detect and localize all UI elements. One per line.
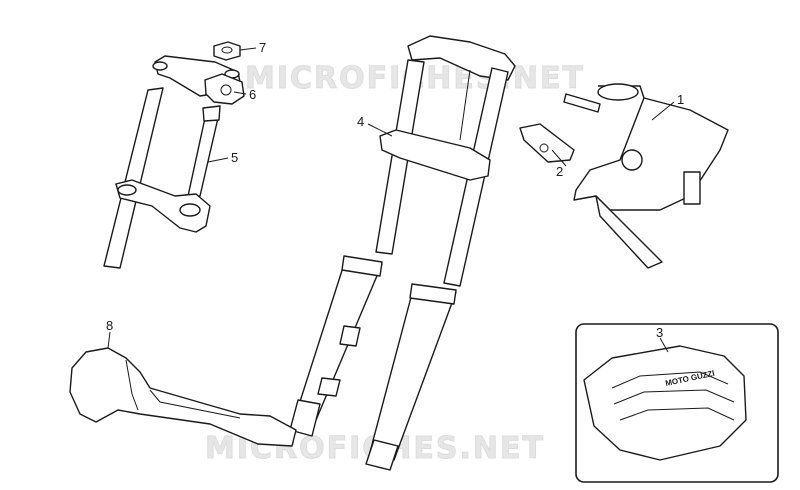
caliper-mount-left [339,325,361,347]
clamp-hole [221,46,233,54]
frame-boss [621,149,643,171]
fork-lower-crown [379,129,491,181]
leader-1 [651,101,675,121]
stem-nut [202,105,221,122]
leader-3 [659,337,669,353]
slider-right-collar [409,283,457,305]
callout-8: 8 [106,318,113,333]
callout-4: 4 [357,114,364,129]
plate-hole [539,143,549,153]
leader-5 [207,157,229,163]
lower-yoke-clamp [117,184,137,196]
leader-6 [233,91,247,95]
steering-head-tube [597,83,639,101]
yoke-bolt-left [152,61,168,71]
slider-left-collar [341,255,383,277]
leader-8 [107,331,111,349]
fork-tube-left [103,87,164,269]
callout-7: 7 [259,40,266,55]
slider-left [295,257,383,421]
cover-body [69,347,297,447]
inset-box: MOTO GUZZI [575,323,779,483]
cover-line-1 [611,371,729,389]
cover-line-2 [613,389,735,405]
front-fork [289,35,516,471]
lower-yoke [115,179,211,233]
steering-stem [187,117,219,197]
frame-downtube [595,195,663,269]
callout-3: 3 [656,325,663,340]
leader-4 [367,123,393,137]
fork-top-crown [407,35,516,81]
callout-1: 1 [677,92,684,107]
cover-panel [69,347,297,447]
inner-tube [459,69,471,141]
callout-5: 5 [231,150,238,165]
caliper-mount-left-lower [317,377,341,397]
axle-lug-left [289,399,321,437]
frame-section [519,83,729,269]
lower-yoke-stem [179,203,201,217]
cover-crease [125,359,139,411]
leader-2 [551,149,567,167]
leader-lines [107,47,675,353]
steering-assembly [103,41,245,269]
cover-line-3 [619,407,735,421]
frame-tab [563,93,601,113]
callout-2: 2 [556,164,563,179]
frame-bracket [683,171,701,205]
handlebar-clamp [213,41,241,61]
cover-edge [149,389,241,419]
axle-lug-right [365,439,399,471]
callout-6: 6 [249,87,256,102]
leader-7 [239,47,257,51]
bracket-hole [220,84,232,96]
mounting-plate [519,123,575,163]
headlight-bracket [204,73,245,105]
